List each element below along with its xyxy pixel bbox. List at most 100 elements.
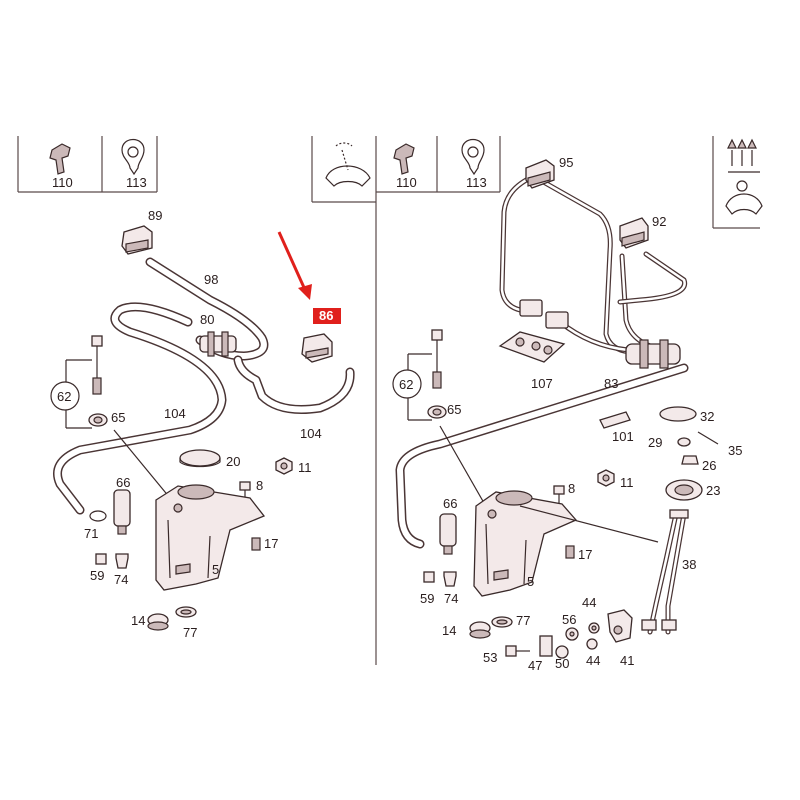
seal-77 xyxy=(175,606,197,618)
ring-23 xyxy=(665,479,703,501)
plate-47 xyxy=(539,635,553,657)
label-26: 26 xyxy=(702,458,716,473)
leader-65-right xyxy=(439,425,489,511)
label-47: 47 xyxy=(528,658,542,673)
label-110: 110 xyxy=(52,175,73,190)
pump-66-right xyxy=(439,513,457,555)
grommet-14-right xyxy=(469,621,491,639)
reservoir-5 xyxy=(155,484,266,591)
washer-44 xyxy=(586,622,600,650)
level-sensor-62-right xyxy=(392,329,443,421)
label-23: 23 xyxy=(706,483,720,498)
label-17-right: 17 xyxy=(578,547,592,562)
label-95: 95 xyxy=(559,155,573,170)
label-113-right: 113 xyxy=(466,175,487,190)
label-80: 80 xyxy=(200,312,214,327)
right-hoses xyxy=(395,363,689,549)
grommet-74-right xyxy=(443,571,457,587)
label-5: 5 xyxy=(212,562,219,577)
label-35: 35 xyxy=(728,443,742,458)
label-98: 98 xyxy=(204,272,218,287)
label-92: 92 xyxy=(652,214,666,229)
cap-32 xyxy=(659,406,697,422)
label-38: 38 xyxy=(682,557,696,572)
grommet-74 xyxy=(115,553,129,569)
label-65: 65 xyxy=(111,410,125,425)
label-65-right: 65 xyxy=(447,402,461,417)
label-29: 29 xyxy=(648,435,662,450)
highlight-86: 86 xyxy=(313,308,341,324)
label-74-right: 74 xyxy=(444,591,458,606)
label-74: 74 xyxy=(114,572,128,587)
reservoir-5-right xyxy=(473,490,578,597)
label-14-right: 14 xyxy=(442,623,456,638)
windshield-washer-icon xyxy=(325,142,371,187)
label-62-right: 62 xyxy=(399,377,413,392)
label-32: 32 xyxy=(700,409,714,424)
heated-nozzle-icon xyxy=(725,138,763,215)
label-41: 41 xyxy=(620,653,634,668)
bolt-53 xyxy=(505,645,530,657)
harness-38 xyxy=(519,505,689,635)
cable-tie-icon xyxy=(121,138,145,176)
pin-35 xyxy=(697,431,719,445)
valve-83 xyxy=(625,339,681,369)
grommet-14 xyxy=(147,613,169,631)
connector-pair xyxy=(519,299,569,329)
leader-65 xyxy=(113,429,171,499)
cable-tie-icon-right xyxy=(461,138,485,176)
label-44-a: 44 xyxy=(582,595,596,610)
label-56: 56 xyxy=(562,612,576,627)
nozzle-95 xyxy=(525,159,555,189)
heater-block-107 xyxy=(498,331,566,363)
nut-50 xyxy=(555,645,569,659)
clip-17 xyxy=(251,537,261,551)
label-11-right: 11 xyxy=(620,475,634,490)
label-17: 17 xyxy=(264,536,278,551)
washer-29 xyxy=(677,437,691,447)
label-104-a: 104 xyxy=(164,406,186,421)
label-71: 71 xyxy=(84,526,98,541)
nut-11 xyxy=(275,457,293,475)
label-113: 113 xyxy=(126,175,147,190)
clip-icon-right xyxy=(393,143,415,175)
label-5-right: 5 xyxy=(527,574,534,589)
label-104-b: 104 xyxy=(300,426,322,441)
label-59-right: 59 xyxy=(420,591,434,606)
nozzle-86 xyxy=(301,333,333,363)
label-8-right: 8 xyxy=(568,481,575,496)
label-20: 20 xyxy=(226,454,240,469)
pump-66 xyxy=(113,489,131,535)
grommet-26 xyxy=(681,455,699,465)
clip-icon xyxy=(49,143,71,175)
label-107: 107 xyxy=(531,376,553,391)
label-14: 14 xyxy=(131,613,145,628)
label-77-right: 77 xyxy=(516,613,530,628)
label-59: 59 xyxy=(90,568,104,583)
nozzle-92 xyxy=(619,217,649,249)
right-wires xyxy=(499,175,688,355)
nozzle-89 xyxy=(121,225,153,255)
grommet-65 xyxy=(88,413,108,427)
valve-80 xyxy=(199,331,237,357)
grommet-65-right xyxy=(427,405,447,419)
label-89: 89 xyxy=(148,208,162,223)
label-110-right: 110 xyxy=(396,175,417,190)
tube-101 xyxy=(599,411,631,429)
cap-59-right xyxy=(423,571,435,583)
frame-lines xyxy=(17,136,760,665)
label-86: 86 xyxy=(319,308,333,323)
clamp-71 xyxy=(89,510,107,522)
label-101: 101 xyxy=(612,429,634,444)
clip-17-right xyxy=(565,545,575,559)
label-44-b: 44 xyxy=(586,653,600,668)
level-sensor-62 xyxy=(50,335,103,429)
seal-77-right xyxy=(491,616,513,628)
label-77: 77 xyxy=(183,625,197,640)
label-62: 62 xyxy=(57,389,71,404)
washer-56 xyxy=(565,627,579,641)
label-8: 8 xyxy=(256,478,263,493)
label-53: 53 xyxy=(483,650,497,665)
red-arrow xyxy=(277,231,312,300)
